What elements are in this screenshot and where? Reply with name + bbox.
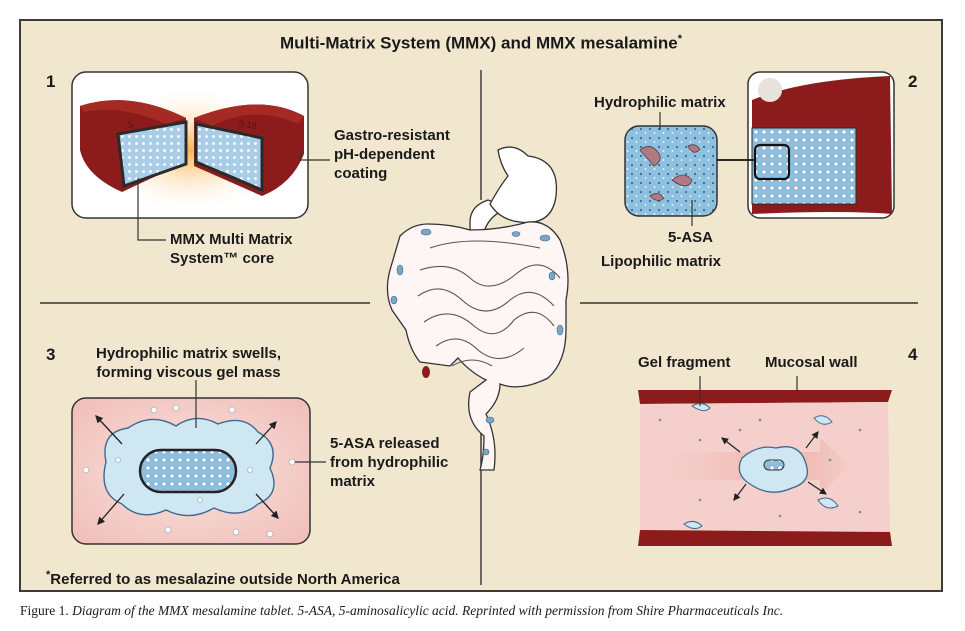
lipophilic-matrix-label: Lipophilic matrix: [601, 253, 722, 270]
svg-text:S 18: S 18: [238, 118, 258, 131]
figure-caption: Figure 1. Diagram of the MMX mesalamine …: [20, 603, 783, 619]
colon-illustration: [638, 390, 892, 546]
core-leader-line: [137, 178, 166, 241]
hydrophilic-matrix-label: Hydrophilic matrix: [594, 94, 726, 111]
release-label-line-1: 5-ASA released: [330, 435, 440, 452]
release-label-line-3: matrix: [330, 473, 376, 490]
matrix-closeup-illustration: [624, 71, 895, 219]
panel-3-number: 3: [46, 345, 56, 364]
coating-label-line-3: coating: [334, 165, 388, 182]
svg-text:S: S: [126, 119, 134, 130]
footnote: *Referred to as mesalazine outside North…: [46, 566, 400, 589]
swell-label-line-2: forming viscous gel mass: [96, 364, 281, 381]
coating-label-line-2: pH-dependent: [334, 146, 435, 163]
tablet-illustration: S S 18: [71, 71, 309, 219]
gi-tract-illustration: [386, 146, 569, 471]
panel-4-number: 4: [908, 345, 918, 364]
core-label-line-2: System™ core: [170, 250, 275, 267]
gel-swelling-illustration: [71, 397, 311, 545]
swell-label-line-1: Hydrophilic matrix swells,: [96, 345, 282, 362]
asa-label: 5-ASA: [668, 229, 714, 246]
swell-label: Hydrophilic matrix swells, forming visco…: [96, 344, 281, 382]
mucosal-wall-label: Mucosal wall: [765, 354, 858, 371]
caption-prefix: Figure 1.: [20, 603, 69, 618]
coating-label-line-1: Gastro-resistant: [334, 127, 450, 144]
coating-leader-line: [299, 150, 330, 161]
footnote-asterisk: *: [46, 569, 51, 581]
panel-1-number: 1: [46, 72, 56, 91]
core-label-line-1: MMX Multi Matrix: [170, 231, 293, 248]
caption-text: Diagram of the MMX mesalamine tablet. 5-…: [72, 603, 784, 618]
release-label: 5-ASA released from hydrophilic matrix: [330, 434, 448, 491]
title-text: Multi-Matrix System (MMX) and MMX mesala…: [280, 33, 678, 53]
title-asterisk: *: [677, 33, 682, 45]
panel-2-number: 2: [908, 72, 918, 91]
core-label: MMX Multi Matrix System™ core: [170, 230, 293, 268]
release-label-line-2: from hydrophilic: [330, 454, 449, 471]
coating-label: Gastro-resistant pH-dependent coating: [334, 126, 450, 183]
footnote-text: Referred to as mesalazine outside North …: [50, 571, 400, 588]
figure-title: Multi-Matrix System (MMX) and MMX mesala…: [21, 33, 941, 54]
gel-fragment-label: Gel fragment: [638, 354, 731, 371]
